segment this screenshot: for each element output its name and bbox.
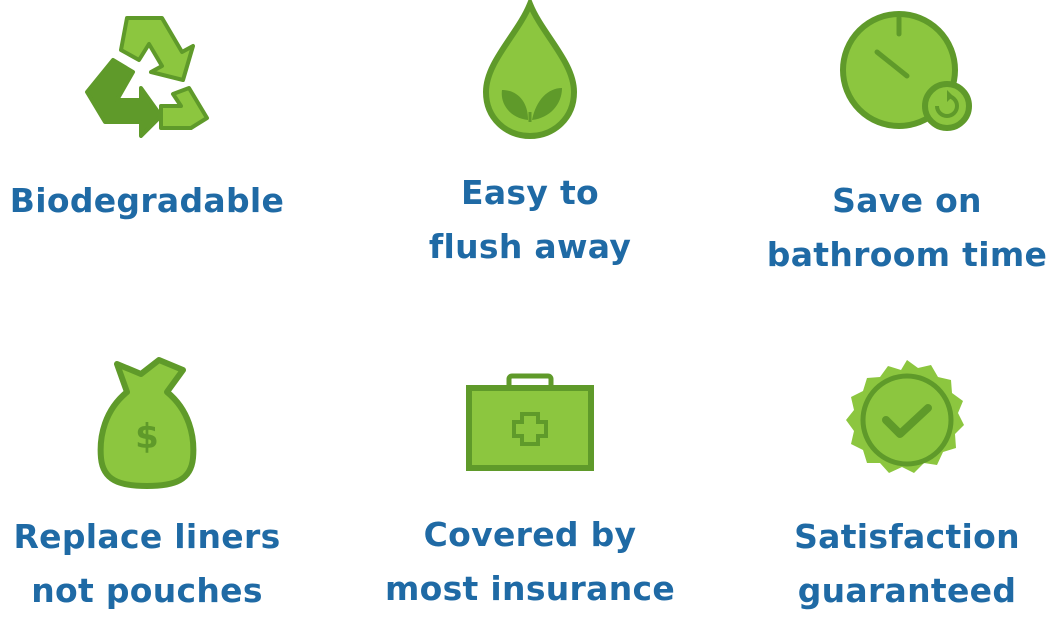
feature-save-time: Save on bathroom time xyxy=(757,8,1054,282)
feature-satisfaction: Satisfaction guaranteed xyxy=(757,356,1054,618)
checkmark-badge-icon xyxy=(846,360,964,473)
feature-biodegradable: Biodegradable xyxy=(0,8,297,228)
first-aid-kit-icon xyxy=(466,373,594,471)
feature-flushable: Easy to flush away xyxy=(380,0,680,274)
water-drop-leaf-icon xyxy=(482,0,578,140)
feature-label: Biodegradable xyxy=(9,181,285,220)
feature-replace-liners: $ Replace liners not pouches xyxy=(0,356,297,618)
feature-label: Replace liners not pouches xyxy=(13,517,281,610)
recycle-icon xyxy=(85,16,209,138)
feature-label: Satisfaction guaranteed xyxy=(794,517,1020,610)
stopwatch-icon xyxy=(840,11,972,131)
feature-label: Easy to flush away xyxy=(428,173,632,266)
svg-text:$: $ xyxy=(135,417,159,457)
feature-insurance: Covered by most insurance xyxy=(380,372,680,616)
money-bag-icon: $ xyxy=(97,357,197,489)
feature-label: Save on bathroom time xyxy=(766,181,1048,274)
feature-label: Covered by most insurance xyxy=(384,515,676,608)
